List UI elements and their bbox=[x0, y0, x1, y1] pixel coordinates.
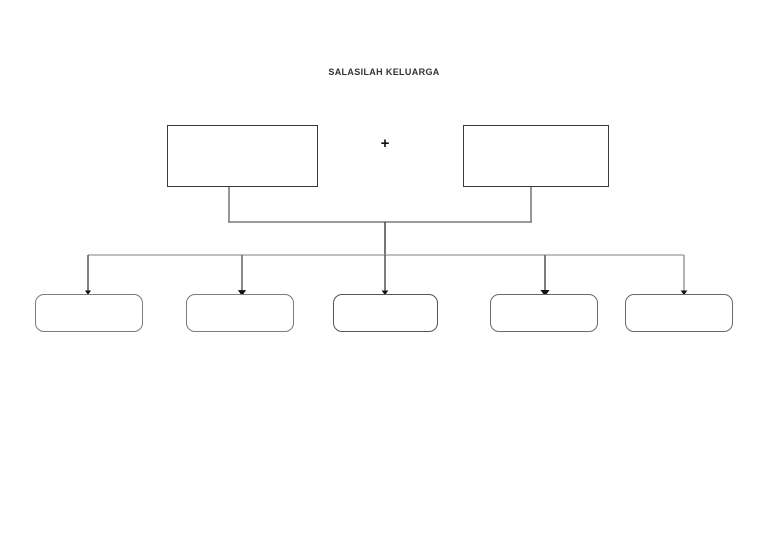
child-box-5-label bbox=[626, 295, 732, 331]
child-box-5[interactable] bbox=[625, 294, 733, 332]
child-box-3-label bbox=[334, 295, 437, 331]
page-title: SALASILAH KELUARGA bbox=[328, 67, 440, 77]
parent-box-1[interactable] bbox=[167, 125, 318, 187]
child-box-2-label bbox=[187, 295, 293, 331]
child-box-4-label bbox=[491, 295, 597, 331]
child-box-1-label bbox=[36, 295, 142, 331]
child-box-1[interactable] bbox=[35, 294, 143, 332]
child-box-4[interactable] bbox=[490, 294, 598, 332]
parent-box-1-label bbox=[168, 126, 317, 186]
union-symbol: + bbox=[380, 135, 390, 152]
child-box-3[interactable] bbox=[333, 294, 438, 332]
parent-box-2-label bbox=[464, 126, 608, 186]
parent-box-2[interactable] bbox=[463, 125, 609, 187]
child-box-2[interactable] bbox=[186, 294, 294, 332]
